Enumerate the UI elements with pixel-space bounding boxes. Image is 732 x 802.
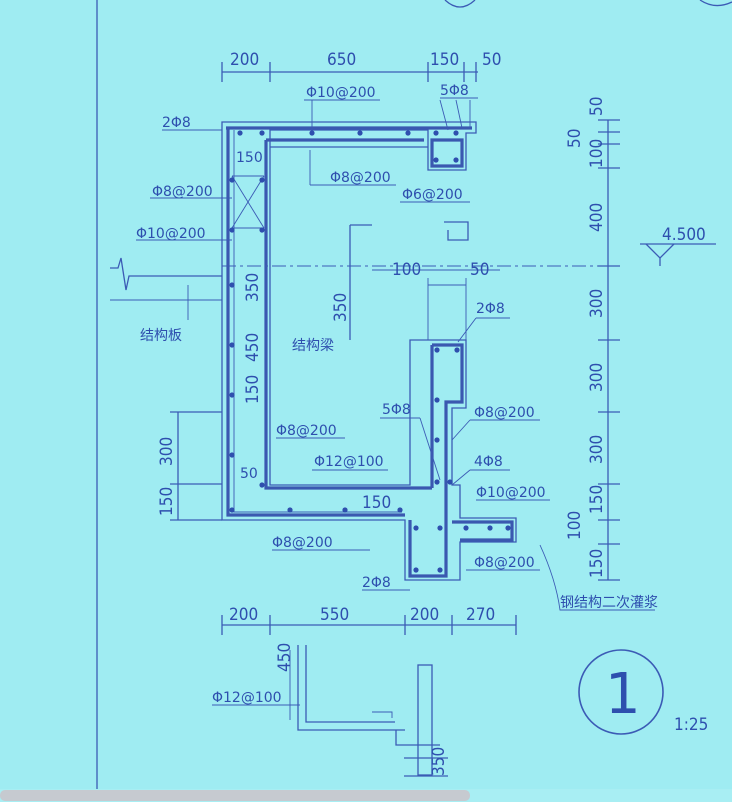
inner-dim-150-bottom: 150 <box>362 493 391 513</box>
right-dim-300a: 300 <box>587 289 607 318</box>
section-number: 1 <box>605 662 641 727</box>
detail-dim-350: 350 <box>429 747 449 776</box>
horizontal-scrollbar-thumb[interactable] <box>0 790 470 801</box>
rebar-detail-main: Φ12@100 <box>212 690 282 706</box>
top-circle-arc <box>444 0 476 8</box>
bottom-dim-270: 270 <box>466 605 495 625</box>
right-dim-300c: 300 <box>587 435 607 464</box>
rebar-phi6: Φ6@200 <box>402 187 463 203</box>
right-dim-100b: 100 <box>565 511 585 540</box>
top-dim-150: 150 <box>430 50 459 70</box>
inner-dim-50-right: 50 <box>470 260 489 280</box>
detail-dim-450: 450 <box>275 643 295 672</box>
rebar-ledge-main: Φ10@200 <box>476 485 546 501</box>
rebar-right-stirrup: Φ8@200 <box>474 405 535 421</box>
rebar-left-stirrup: Φ8@200 <box>152 184 213 200</box>
rebar-bottom-main: Φ12@100 <box>314 454 384 470</box>
label-secondary-grout: 钢结构二次灌浆 <box>560 595 658 611</box>
rebar-top-main: Φ10@200 <box>306 85 376 101</box>
bottom-dim-200a: 200 <box>229 605 258 625</box>
elevation-label: 4.500 <box>662 225 706 245</box>
label-slab: 结构板 <box>140 328 182 344</box>
inner-dim-350-center: 350 <box>331 293 351 322</box>
rebar-corner-5phi8-top: 5Φ8 <box>440 83 469 99</box>
rebar-mid-5phi8: 5Φ8 <box>382 402 411 418</box>
rebar-left-low-stirrup: Φ8@200 <box>276 423 337 439</box>
rebar-bottom-stirrup: Φ8@200 <box>272 535 333 551</box>
rebar-bottom-2phi8: 2Φ8 <box>362 575 391 591</box>
rebar-ledge-stirrup: Φ8@200 <box>474 555 535 571</box>
elevation-marker <box>640 243 716 266</box>
inner-dim-50-low: 50 <box>240 466 258 482</box>
rebar-left-2phi8: 2Φ8 <box>162 115 191 131</box>
rebar-stirrup-top: Φ8@200 <box>330 170 391 186</box>
label-beam: 结构梁 <box>292 338 334 354</box>
rebar-right-2phi8: 2Φ8 <box>476 301 505 317</box>
right-dim-300b: 300 <box>587 363 607 392</box>
left-dimension-chain <box>170 411 222 521</box>
top-dim-200: 200 <box>230 50 259 70</box>
rebar-detail <box>289 645 448 777</box>
bottom-dimension-chain: 200 550 200 270 <box>221 605 517 635</box>
right-dim-50a: 50 <box>587 97 607 116</box>
inner-dim-150-mid: 150 <box>243 375 263 404</box>
bottom-dim-550: 550 <box>320 605 349 625</box>
right-dim-150a: 150 <box>587 485 607 514</box>
top-dim-650: 650 <box>327 50 356 70</box>
inner-dim-100-50 <box>372 269 500 340</box>
rebar-left-main: Φ10@200 <box>136 226 206 242</box>
right-dim-100a: 100 <box>587 139 607 168</box>
phi6-stirrup <box>349 221 469 340</box>
section-outline <box>221 121 517 581</box>
right-dim-50b: 50 <box>565 129 585 148</box>
top-dim-50: 50 <box>482 50 501 70</box>
inner-dim-450-left: 450 <box>243 333 263 362</box>
left-dim-300: 300 <box>157 437 177 466</box>
slab-break-line <box>110 257 222 301</box>
top-circle-arc-right <box>699 0 732 7</box>
inner-dim-150-top: 150 <box>236 150 263 166</box>
inner-dim-100: 100 <box>392 260 421 280</box>
top-dimension-chain: 200 650 150 50 <box>221 50 501 82</box>
leader-lines <box>136 97 655 706</box>
right-dim-400: 400 <box>587 203 607 232</box>
rebar-four-phi8: 4Φ8 <box>474 454 503 470</box>
inner-dim-350-left: 350 <box>243 273 263 302</box>
scale-label: 1:25 <box>674 715 708 735</box>
right-dimension-chain <box>598 119 620 581</box>
left-dim-150: 150 <box>157 487 177 516</box>
bottom-dim-200b: 200 <box>410 605 439 625</box>
right-dim-150b: 150 <box>587 549 607 578</box>
section-circle <box>578 649 664 735</box>
